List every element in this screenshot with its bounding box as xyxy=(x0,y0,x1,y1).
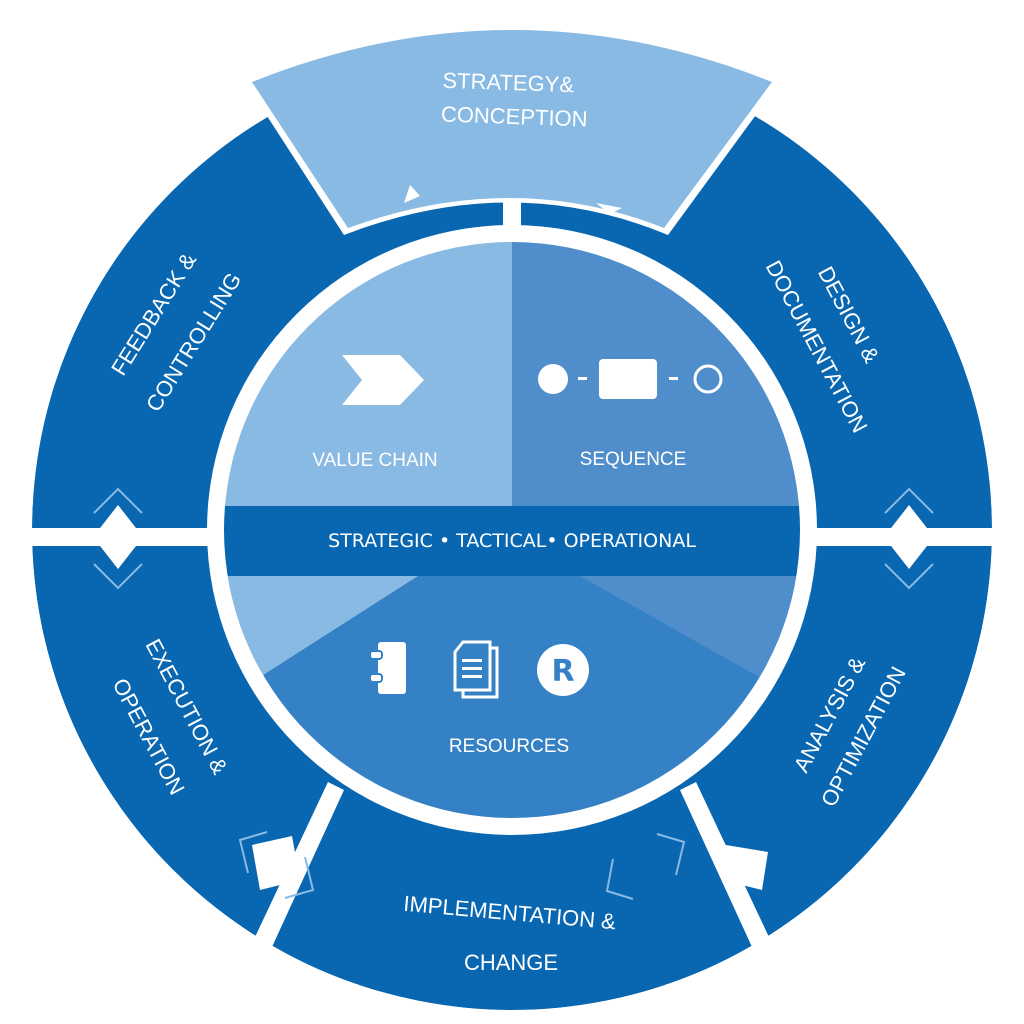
segment-strategy-label: STRATEGY& CONCEPTION xyxy=(441,68,588,132)
arrow-notch-left-icon xyxy=(404,185,420,203)
chevron-bottom-right-a-icon xyxy=(656,833,686,876)
chevron-down-right-icon xyxy=(884,563,934,590)
levels-band-label: STRATEGIC • TACTICAL• OPERATIONAL xyxy=(328,530,696,552)
process-flow-icon xyxy=(538,359,723,399)
connector-bottom-right xyxy=(605,833,768,900)
chevron-down-left-icon xyxy=(93,563,143,590)
levels-band xyxy=(224,506,800,576)
arrow-notch-right-icon xyxy=(596,203,622,214)
strategy-line-2: CONCEPTION xyxy=(441,101,588,131)
resources-left-wedge xyxy=(224,576,418,700)
inner-disc xyxy=(224,242,800,818)
diamond-right-icon xyxy=(884,505,934,569)
diamond-left-icon xyxy=(93,505,143,569)
value-chain-label: VALUE CHAIN xyxy=(312,450,437,471)
registered-icon: R xyxy=(537,644,589,696)
implementation-line-2: CHANGE xyxy=(464,950,558,975)
chevron-arrow-icon xyxy=(342,355,424,405)
diamond-bottom-right-icon xyxy=(722,845,768,890)
resources-right-wedge xyxy=(580,576,800,700)
chevron-bottom-right-b-icon xyxy=(605,858,634,900)
connector-right xyxy=(884,487,934,590)
connector-left xyxy=(93,487,143,590)
chevron-up-left-icon xyxy=(93,487,143,514)
chevron-bottom-left-b-icon xyxy=(284,856,315,899)
resources-label: RESOURCES xyxy=(449,736,569,757)
notebook-icon xyxy=(369,642,406,694)
diamond-bottom-left-icon xyxy=(252,836,300,890)
sequence-label: SEQUENCE xyxy=(580,449,687,470)
chevron-bottom-left-a-icon xyxy=(238,831,268,874)
strategy-line-1: STRATEGY& xyxy=(442,68,575,98)
registered-glyph: R xyxy=(551,654,574,689)
documents-icon xyxy=(453,640,499,699)
strategy-segment[interactable] xyxy=(252,30,772,228)
connector-bottom-left xyxy=(238,831,315,899)
chevron-up-right-icon xyxy=(884,487,934,514)
